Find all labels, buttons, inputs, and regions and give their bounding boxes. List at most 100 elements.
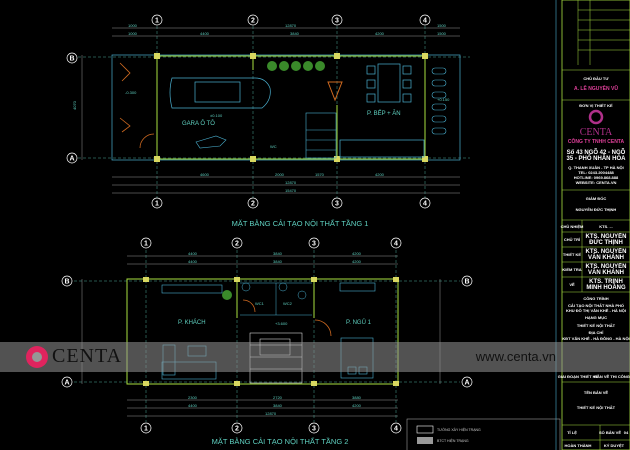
title-block: CHỦ ĐẦU TƯ A. LÊ NGUYÊN VŨ ĐƠN VỊ THIẾT … [555, 0, 630, 450]
director-name: NGUYỄN ĐỨC THỊNH [576, 207, 617, 212]
watermark-logo: CENTA [26, 345, 122, 368]
plant-icon [222, 290, 232, 300]
dimension-text: 15470 [285, 188, 297, 193]
dimension-text: 4200 [375, 172, 385, 177]
room-label-wc1: WC1 [255, 301, 265, 306]
centa-logo-icon [26, 345, 48, 368]
address: KĐT VĂN KHÊ - HÀ ĐÔNG - HÀ NỘI [562, 336, 629, 341]
axis-label: 1 [155, 18, 159, 25]
sheet-no-label: SỐ BẢN VẼ [599, 430, 621, 435]
steps-icon [431, 67, 447, 135]
floor2-grid-lines [74, 250, 460, 422]
level-mark: +0.150 [437, 97, 450, 102]
dimension-text: 2300 [188, 395, 198, 400]
dimension-text: 4400 [188, 259, 198, 264]
axis-label: 3 [335, 201, 339, 208]
floor1-outline [111, 54, 461, 161]
project-name: CẢI TẠO NỘI THẤT NHÀ PHỐ [568, 303, 624, 308]
dimension-text: 3840 [273, 259, 283, 264]
axis-label: 2 [251, 18, 255, 25]
dimension-text: 3840 [290, 31, 300, 36]
dimension-text: 2000 [275, 172, 285, 177]
room-label-wc2: WC2 [283, 301, 293, 306]
axis-label: 3 [312, 426, 316, 433]
floor2-axis-bubbles [61, 237, 473, 434]
watermark-url: www.centa.vn [475, 349, 556, 364]
finish-label: HOÀN THÀNH [565, 443, 592, 448]
motorbike-icon [195, 135, 227, 149]
stair-icon [305, 112, 337, 159]
category-label: HẠNG MỤC [585, 315, 607, 320]
legend: TƯỜNG XÂY HIỆN TRẠNG BTCT HIỆN TRẠNG [406, 418, 561, 450]
centa-logo-icon [588, 109, 604, 125]
role-value: KTS. TRỊNH MINH HOÀNG [586, 278, 626, 292]
dimension-text: 3880 [352, 395, 362, 400]
legend-label: BTCT HIỆN TRẠNG [437, 438, 469, 443]
bathroom-fixtures-icon [240, 282, 312, 316]
company-address-line: Số 43 NGÕ 42 - NGÕ 35 - PHỐ NHÂN HÒA [566, 149, 626, 163]
scale-label: TỈ LỆ [567, 430, 577, 435]
address-label: ĐỊA CHỈ [589, 330, 605, 335]
dimension-text: 3840 [273, 251, 283, 256]
dimension-text: 12870 [285, 23, 297, 28]
room-label-living: P. KHÁCH [178, 319, 206, 326]
legend-swatch-wall [416, 425, 434, 434]
owner-label: CHỦ ĐẦU TƯ [583, 76, 609, 81]
dimension-text: 2720 [273, 395, 283, 400]
designer-label: ĐƠN VỊ THIẾT KẾ [579, 103, 613, 108]
project-label: CÔNG TRÌNH [583, 296, 608, 301]
level-mark: -0.300 [125, 90, 137, 95]
company-logo-text: CENTA [580, 127, 613, 138]
room-label-garage: GARA Ô TÔ [182, 120, 215, 127]
floor2-title: MẶT BẰNG CẢI TẠO NỘI THẤT TẦNG 2 [212, 436, 349, 446]
level-mark: ±0.100 [210, 113, 223, 118]
dimension-text: 4200 [375, 31, 385, 36]
role-value: KTS. NGUYỄN ĐỨC THỊNH [585, 233, 627, 247]
project-name: KHU ĐÔ THỊ VĂN KHÊ - HÀ NỘI [566, 308, 626, 313]
door-swing-icon [314, 319, 332, 337]
dimension-text: 1570 [315, 172, 325, 177]
dimension-text: 4400 [200, 31, 210, 36]
axis-label: A [64, 380, 69, 387]
role-value: KTS. ... [599, 224, 613, 229]
axis-label: 3 [312, 241, 316, 248]
dimension-text: 4200 [352, 403, 362, 408]
dimension-text: 1500 [437, 23, 447, 28]
level-mark: +3.600 [275, 321, 288, 326]
company-line: TEL: 0243.2004488 [578, 170, 614, 175]
axis-label: 4 [394, 426, 398, 433]
room-label-kitchen: P. BẾP + ĂN [367, 110, 401, 117]
axis-label: 1 [144, 426, 148, 433]
watermark-brand: CENTA [52, 345, 123, 367]
floor1-title: MẶT BẰNG CẢI TẠO NỘI THẤT TẦNG 1 [232, 218, 369, 228]
axis-label: 4 [423, 201, 427, 208]
category-name: THIẾT KẾ NỘI THẤT [577, 323, 616, 328]
axis-label: 2 [235, 426, 239, 433]
legend-swatch-concrete [417, 437, 433, 444]
floor2-walls [126, 278, 399, 385]
role-label: VẼ [569, 282, 575, 287]
sign-label: KÝ DUYỆT [604, 443, 625, 448]
legend-label: TƯỜNG XÂY HIỆN TRẠNG [437, 427, 481, 432]
role-label: CHỦ NHIỆM [561, 224, 584, 229]
role-label: KIỂM TRA [562, 267, 581, 272]
role-label: CHỦ TRÌ [564, 237, 580, 242]
floor1-plan: GARA Ô TÔ P. BẾP + ĂN WC -0.300 ±0.100 +… [66, 14, 470, 228]
dimension-text: 12870 [285, 180, 297, 185]
company-line: HOTLINE: 0969.868.888 [574, 175, 619, 180]
dimension-text: 1500 [437, 31, 447, 36]
dimension-text: 4200 [352, 259, 362, 264]
company-line: WEBSITE: CENTA.VN [576, 180, 617, 185]
owner-name: A. LÊ NGUYÊN VŨ [574, 84, 618, 92]
company-name: CÔNG TY TNHH CENTA [568, 137, 625, 145]
axis-label: 4 [394, 241, 398, 248]
floor2-dimension-lines [81, 255, 441, 417]
car-icon [169, 77, 271, 109]
dimension-text: 3840 [273, 403, 283, 408]
axis-label: 1 [144, 241, 148, 248]
floor2-plan: P. KHÁCH P. NGỦ 1 WC1 WC2 +3.600 4400 38… [61, 237, 473, 446]
dimension-text: 1000 [128, 31, 138, 36]
axis-label: 2 [235, 241, 239, 248]
role-label: THIẾT KẾ [563, 252, 582, 257]
